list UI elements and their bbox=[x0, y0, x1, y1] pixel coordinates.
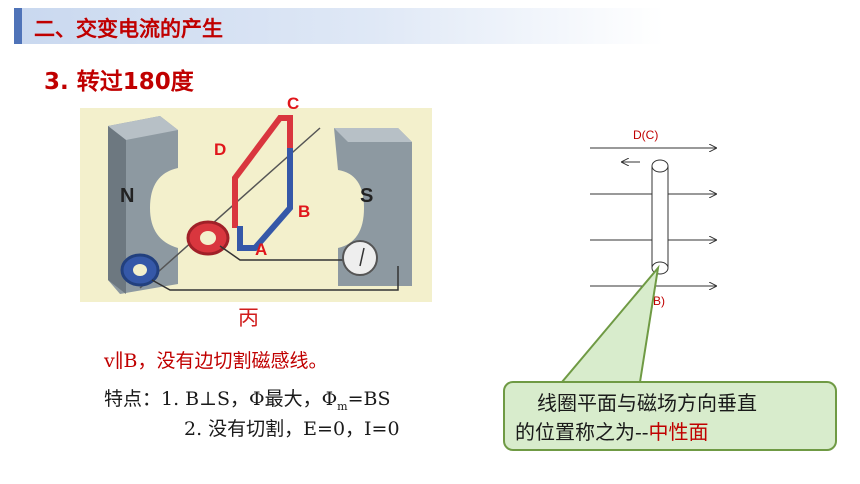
note-line-2: 特点：1. B⊥S，Φ最大，Φm=BS bbox=[104, 384, 391, 413]
note-line-1: v∥B，没有边切割磁感线。 bbox=[104, 350, 328, 372]
figure-caption: 丙 bbox=[238, 306, 259, 330]
note-line-2-sub: m bbox=[337, 399, 348, 413]
label-a: A bbox=[255, 240, 268, 259]
note-line-3: 2. 没有切割，E=0，I=0 bbox=[184, 418, 400, 440]
label-c: C bbox=[287, 94, 300, 113]
generator-illustration: N S bbox=[80, 108, 432, 302]
field-line-diagram bbox=[590, 118, 730, 318]
callout-highlight: 中性面 bbox=[648, 420, 709, 444]
callout-line-2-prefix: 的位置称之为-- bbox=[515, 420, 649, 444]
header-accent bbox=[14, 8, 22, 44]
header-bar: 二、交变电流的产生 bbox=[14, 8, 664, 44]
label-b: B bbox=[298, 202, 311, 221]
callout-line-2: 的位置称之为--中性面 bbox=[515, 418, 833, 447]
svg-text:N: N bbox=[120, 185, 134, 207]
page-title: 二、交变电流的产生 bbox=[34, 17, 223, 41]
label-d: D bbox=[214, 140, 227, 159]
callout-line-1: 线圈平面与磁场方向垂直 bbox=[537, 391, 757, 415]
section-title: 3. 转过180度 bbox=[44, 69, 194, 95]
callout-box: 线圈平面与磁场方向垂直 的位置称之为--中性面 bbox=[503, 381, 837, 451]
callout-pointer bbox=[559, 264, 660, 383]
note-line-2-prefix: 特点：1. B⊥S，Φ最大，Φ bbox=[104, 388, 338, 410]
diagram-top-label: D(C) bbox=[633, 128, 659, 142]
callout-text: 线圈平面与磁场方向垂直 的位置称之为--中性面 bbox=[515, 389, 833, 447]
svg-text:S: S bbox=[360, 185, 373, 207]
note-line-2-suffix: =BS bbox=[347, 388, 391, 410]
